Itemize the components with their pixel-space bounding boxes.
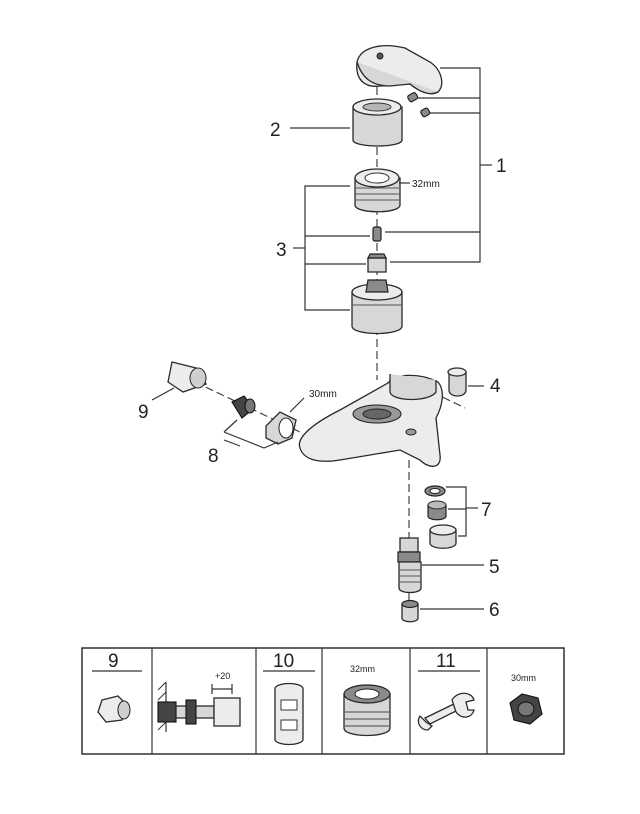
callout-2: 2: [270, 120, 281, 141]
table-32mm-nut: [343, 684, 391, 737]
handle-screws: [407, 92, 431, 118]
cartridge-screw: [372, 226, 382, 242]
cartridge: [351, 279, 403, 335]
table-header-10: 10: [273, 651, 294, 672]
cartridge-nut: [354, 168, 401, 213]
callout-8: 8: [208, 446, 219, 467]
leader-lines: [151, 67, 492, 610]
callout-1: 1: [496, 156, 507, 177]
s-union: [231, 395, 256, 419]
callout-4: 4: [490, 376, 501, 397]
callout-9: 9: [138, 402, 149, 423]
wall-nut: [265, 411, 297, 445]
table-wrench-11: [417, 692, 475, 731]
callout-5: 5: [489, 557, 500, 578]
aerator-insert: [427, 500, 447, 521]
bottom-nut: [401, 599, 419, 623]
table-header-9: 9: [108, 651, 119, 672]
table-s-union: [157, 681, 241, 732]
tools-table: 9 10 11 +20 32mm 30mm: [81, 647, 565, 755]
lever-handle: [356, 45, 443, 95]
table-32mm-label: 32mm: [350, 664, 375, 674]
wall-flange: [167, 361, 207, 393]
table-offset-label: +20: [215, 671, 230, 681]
table-tool-10: [274, 682, 304, 746]
cap-cover: [352, 98, 403, 147]
table-30mm-label: 30mm: [511, 673, 536, 683]
diverter-button: [447, 367, 467, 397]
callout-6: 6: [489, 600, 500, 621]
cartridge-adapter: [367, 253, 387, 273]
callout-7: 7: [481, 500, 492, 521]
mixer-body: [298, 374, 443, 467]
table-header-11: 11: [436, 651, 456, 672]
aerator-housing: [429, 524, 457, 549]
dimension-30mm: 30mm: [309, 389, 337, 400]
aerator-ring: [424, 485, 446, 497]
dimension-32mm: 32mm: [412, 179, 440, 190]
callout-3: 3: [276, 240, 287, 261]
table-flange: [97, 695, 131, 723]
diverter-cartridge: [397, 537, 422, 594]
table-30mm-nut: [509, 693, 543, 725]
